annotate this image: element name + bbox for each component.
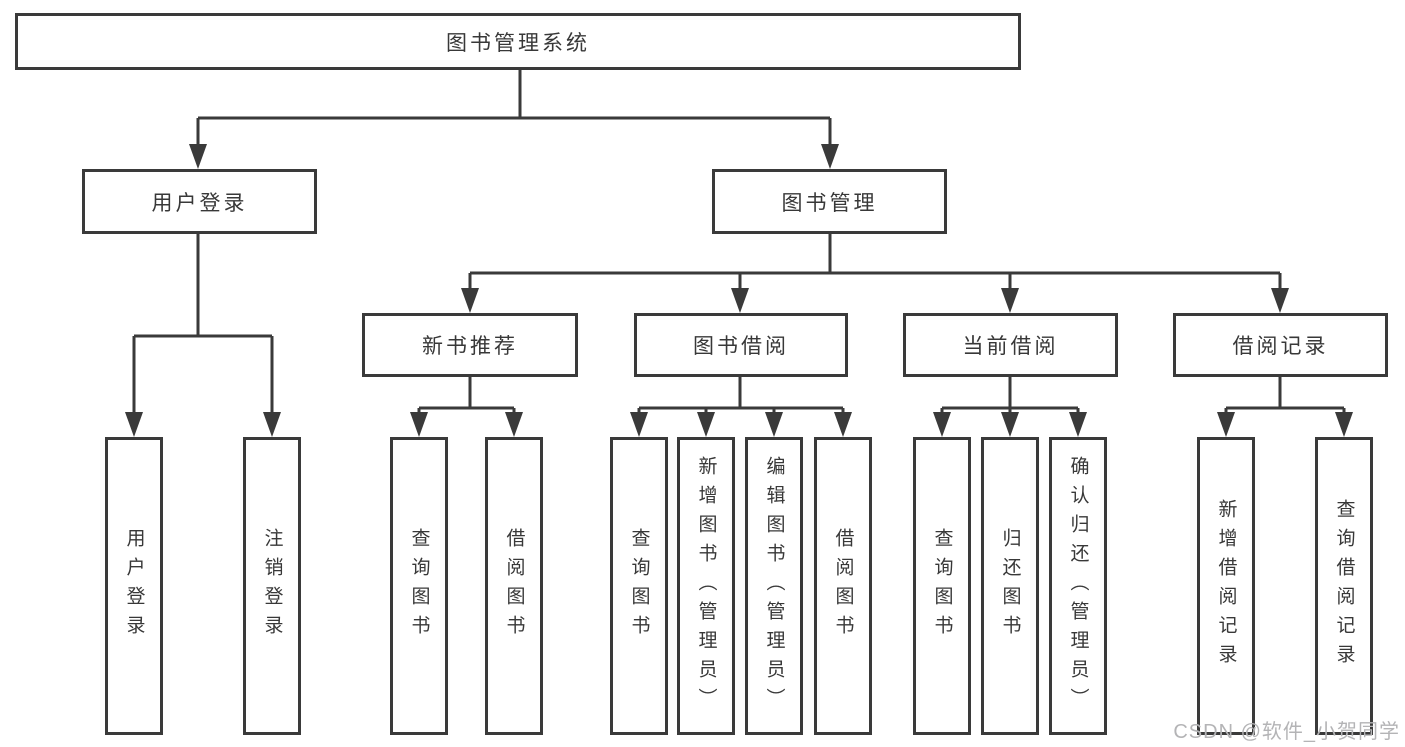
node-root: 图书管理系统 <box>15 13 1021 70</box>
node-label: 新增借阅记录 <box>1215 499 1237 673</box>
node-label: 新增图书（管理员） <box>695 455 717 717</box>
leaf-query-books-current: 查询图书 <box>913 437 971 735</box>
leaf-query-books-recommend: 查询图书 <box>390 437 448 735</box>
leaf-query-borrow-record: 查询借阅记录 <box>1315 437 1373 735</box>
leaf-borrow-books: 借阅图书 <box>814 437 872 735</box>
arrowhead <box>1271 288 1289 313</box>
arrowhead <box>410 412 428 437</box>
arrowhead <box>461 288 479 313</box>
arrowhead <box>1001 412 1019 437</box>
arrowhead <box>1335 412 1353 437</box>
leaf-query-books-borrow: 查询图书 <box>610 437 668 735</box>
node-label: 查询图书 <box>628 528 650 644</box>
arrowhead <box>765 412 783 437</box>
arrowhead <box>505 412 523 437</box>
node-label: 确认归还（管理员） <box>1067 455 1089 717</box>
node-label: 图书借阅 <box>693 335 789 358</box>
node-label: 借阅图书 <box>832 528 854 644</box>
leaf-return-books: 归还图书 <box>981 437 1039 735</box>
node-user-login: 用户登录 <box>82 169 317 234</box>
node-label: 查询图书 <box>408 528 430 644</box>
node-label: 当前借阅 <box>962 335 1059 358</box>
node-new-book-recommendation: 新书推荐 <box>362 313 578 377</box>
arrowhead <box>933 412 951 437</box>
node-label: 图书管理系统 <box>446 31 590 55</box>
leaf-confirm-return-admin: 确认归还（管理员） <box>1049 437 1107 735</box>
leaf-add-books-admin: 新增图书（管理员） <box>677 437 735 735</box>
arrowhead <box>731 288 749 313</box>
arrowhead <box>1001 288 1019 313</box>
node-borrowing-records: 借阅记录 <box>1173 313 1388 377</box>
arrowhead <box>263 412 281 437</box>
arrowhead <box>125 412 143 437</box>
arrowhead <box>834 412 852 437</box>
arrowhead <box>189 144 207 169</box>
leaf-edit-books-admin: 编辑图书（管理员） <box>745 437 803 735</box>
leaf-user-login: 用户登录 <box>105 437 163 735</box>
node-label: 编辑图书（管理员） <box>763 455 785 717</box>
arrowhead <box>697 412 715 437</box>
node-label: 用户登录 <box>151 191 248 215</box>
node-book-management: 图书管理 <box>712 169 947 234</box>
arrowhead <box>630 412 648 437</box>
node-label: 借阅记录 <box>1232 335 1329 358</box>
leaf-logout: 注销登录 <box>243 437 301 735</box>
arrowhead <box>821 144 839 169</box>
node-label: 查询借阅记录 <box>1333 499 1355 673</box>
node-label: 新书推荐 <box>422 335 518 358</box>
node-book-borrowing: 图书借阅 <box>634 313 848 377</box>
node-label: 查询图书 <box>931 528 953 644</box>
node-label: 归还图书 <box>999 528 1021 644</box>
node-label: 注销登录 <box>261 528 283 644</box>
leaf-add-borrow-record: 新增借阅记录 <box>1197 437 1255 735</box>
node-label: 借阅图书 <box>503 528 525 644</box>
arrowhead <box>1069 412 1087 437</box>
node-label: 用户登录 <box>123 528 145 644</box>
node-label: 图书管理 <box>781 191 878 215</box>
arrowhead <box>1217 412 1235 437</box>
leaf-borrow-books-recommend: 借阅图书 <box>485 437 543 735</box>
csdn-watermark: CSDN @软件_小贺同学 <box>1173 721 1400 743</box>
node-current-borrowing: 当前借阅 <box>903 313 1118 377</box>
